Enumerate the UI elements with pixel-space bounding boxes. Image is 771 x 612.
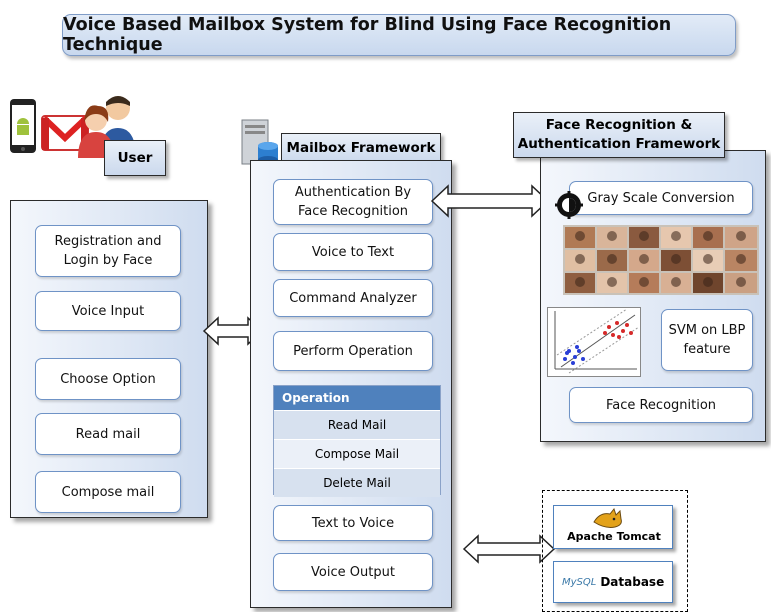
user-header: User — [104, 140, 166, 176]
diagram-title: Voice Based Mailbox System for Blind Usi… — [62, 14, 736, 56]
gray-scale-box: Gray Scale Conversion — [569, 181, 753, 215]
operation-header: Operation — [274, 386, 440, 410]
authentication-box: Authentication By Face Recognition — [273, 179, 433, 225]
read-mail-box: Read mail — [35, 413, 181, 455]
mysql-logo: MySQL — [562, 576, 597, 588]
operation-table: Operation Read Mail Compose Mail Delete … — [273, 385, 441, 497]
mailbox-panel: Authentication By Face Recognition Voice… — [250, 160, 452, 608]
mailbox-header: Mailbox Framework — [281, 133, 441, 163]
phone-icon — [9, 98, 37, 154]
svm-lbp-box: SVM on LBP feature — [661, 309, 753, 371]
voice-input-box: Voice Input — [35, 291, 181, 331]
tomcat-box: Apache Tomcat — [553, 505, 673, 549]
face-recognition-box: Face Recognition — [569, 387, 753, 423]
contrast-icon — [555, 191, 583, 219]
mailbox-face-arrow — [430, 184, 550, 218]
svm-plot-image — [547, 307, 641, 377]
voice-output-box: Voice Output — [273, 553, 433, 591]
face-dataset-image — [563, 225, 759, 295]
face-framework-header: Face Recognition & Authentication Framew… — [513, 112, 725, 158]
database-label: Database — [600, 575, 665, 589]
mailbox-backend-arrow — [462, 534, 556, 564]
voice-to-text-box: Voice to Text — [273, 233, 433, 271]
backend-container: Apache Tomcat MySQL Database — [542, 490, 688, 612]
gray-scale-label: Gray Scale Conversion — [587, 190, 735, 206]
command-analyzer-box: Command Analyzer — [273, 279, 433, 317]
choose-option-box: Choose Option — [35, 358, 181, 400]
gmail-icon — [40, 108, 90, 158]
operation-delete-mail: Delete Mail — [274, 468, 440, 497]
compose-mail-box: Compose mail — [35, 471, 181, 513]
face-framework-panel: Gray Scale Conversion — [540, 150, 766, 442]
perform-operation-box: Perform Operation — [273, 331, 433, 371]
registration-login-box: Registration and Login by Face — [35, 225, 181, 277]
user-panel: Registration and Login by Face Voice Inp… — [10, 200, 208, 518]
database-box: MySQL Database — [553, 561, 673, 603]
operation-compose-mail: Compose Mail — [274, 439, 440, 468]
tomcat-cat-icon — [592, 507, 626, 530]
tomcat-label: Apache Tomcat — [567, 530, 661, 543]
operation-read-mail: Read Mail — [274, 410, 440, 439]
text-to-voice-box: Text to Voice — [273, 505, 433, 541]
